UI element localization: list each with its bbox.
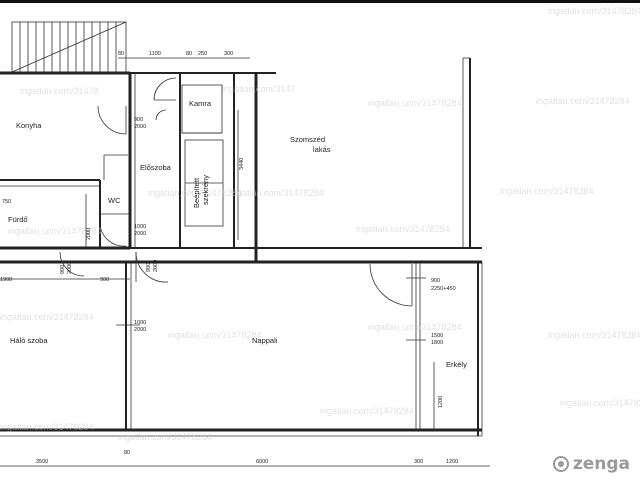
- dim-label: 900: [134, 117, 143, 123]
- dimension-lines: [0, 57, 490, 467]
- dim-label: 3500: [36, 459, 48, 465]
- dim-label: 900: [60, 265, 66, 274]
- dim-label: 1000: [134, 224, 146, 230]
- dim-label: 2000: [153, 260, 159, 272]
- room-label-furdo: Fürdő: [8, 215, 28, 224]
- zenga-logo-icon: [552, 456, 569, 472]
- door-swings: [59, 77, 413, 307]
- dim-label: 1500: [431, 333, 443, 339]
- watermark: ingatlan.com/31478284: [500, 186, 594, 196]
- watermark: ingatlan.com/31478284: [548, 330, 640, 340]
- dim-label: 900: [146, 263, 152, 272]
- watermark: ingatlan.com/31478284: [8, 226, 102, 236]
- room-label-nappali: Nappali: [252, 336, 278, 345]
- dim-label: 900: [100, 277, 109, 283]
- room-labels: Konyha Kamra Előszoba Szomszéd lakás Beé…: [8, 99, 467, 369]
- dim-label: 750: [2, 199, 11, 205]
- watermark: ingatlan.com/31478284: [0, 422, 94, 432]
- watermark: ingatlan.com/31478284: [368, 98, 462, 108]
- dim-label: 3440: [239, 158, 245, 170]
- dim-label: 250: [198, 51, 207, 57]
- dim-label: 1200: [446, 459, 458, 465]
- room-label-wc: WC: [108, 196, 121, 205]
- dim-label: 300: [414, 459, 423, 465]
- watermark: ingatlan.com/31478284: [230, 188, 324, 198]
- zenga-wordmark: zenga: [572, 454, 630, 474]
- dim-label: 300: [224, 51, 233, 57]
- walls: [0, 57, 483, 437]
- dim-label: 80: [118, 51, 124, 57]
- dim-label: 1800: [431, 340, 443, 346]
- room-label-halo: Háló szoba: [10, 336, 48, 345]
- dim-label: 2000: [134, 327, 146, 333]
- watermark: ingatlan.com/31478284: [368, 322, 462, 332]
- dimension-labels: 80 1100 80 250 300 900 2000 3440 1000 20…: [0, 51, 458, 465]
- watermark: ingatlan.com/31478284: [560, 398, 640, 408]
- dim-label: 2000: [86, 228, 92, 240]
- dim-label: 1000: [134, 320, 146, 326]
- watermark: ingatlan.com/31478284: [536, 96, 630, 106]
- room-label-erkely: Erkély: [446, 360, 467, 369]
- watermark: ingatlan.com/31478284: [0, 312, 94, 322]
- room-label-beepitett: Beépített: [192, 177, 201, 208]
- dim-label: 900: [431, 278, 440, 284]
- watermark: ingatlan.com/31478: [20, 86, 99, 96]
- watermark: ingatlan.com/31478284: [168, 330, 262, 340]
- dim-label: 2250+450: [431, 286, 456, 292]
- dim-label: 80: [124, 450, 130, 456]
- watermark: ingatlan.com/31478284: [548, 6, 640, 16]
- watermark: ingatlan.com/31478284: [148, 188, 242, 198]
- room-label-lakas: lakás: [313, 145, 331, 154]
- dim-label: 80: [186, 51, 192, 57]
- watermark: ingatlan.com/31478284: [356, 224, 450, 234]
- watermarks: ingatlan.com/31478284 ingatlan.com/31478…: [0, 6, 640, 442]
- dim-label: 1900: [0, 277, 12, 283]
- room-label-kamra: Kamra: [189, 99, 212, 108]
- dim-label: 2000: [134, 231, 146, 237]
- dim-label: 2000: [67, 262, 73, 274]
- watermark: ingatlan.com/31478284: [320, 406, 414, 416]
- watermark: ingatlan.com/3147: [222, 84, 296, 94]
- room-label-szomszed: Szomszéd: [290, 135, 325, 144]
- dim-label: 1100: [149, 51, 161, 57]
- top-border: [0, 0, 640, 3]
- dim-label: 1200: [438, 396, 444, 408]
- room-label-konyha: Konyha: [16, 121, 42, 130]
- room-label-szekreny: szekrény: [201, 175, 210, 205]
- room-label-eloszoba: Előszoba: [140, 163, 172, 172]
- dim-label: 6000: [256, 459, 268, 465]
- watermark: ingatlan.com/31478284: [118, 432, 212, 442]
- dim-label: 2000: [134, 124, 146, 130]
- staircase: [11, 21, 127, 73]
- zenga-brand: zenga: [552, 454, 630, 474]
